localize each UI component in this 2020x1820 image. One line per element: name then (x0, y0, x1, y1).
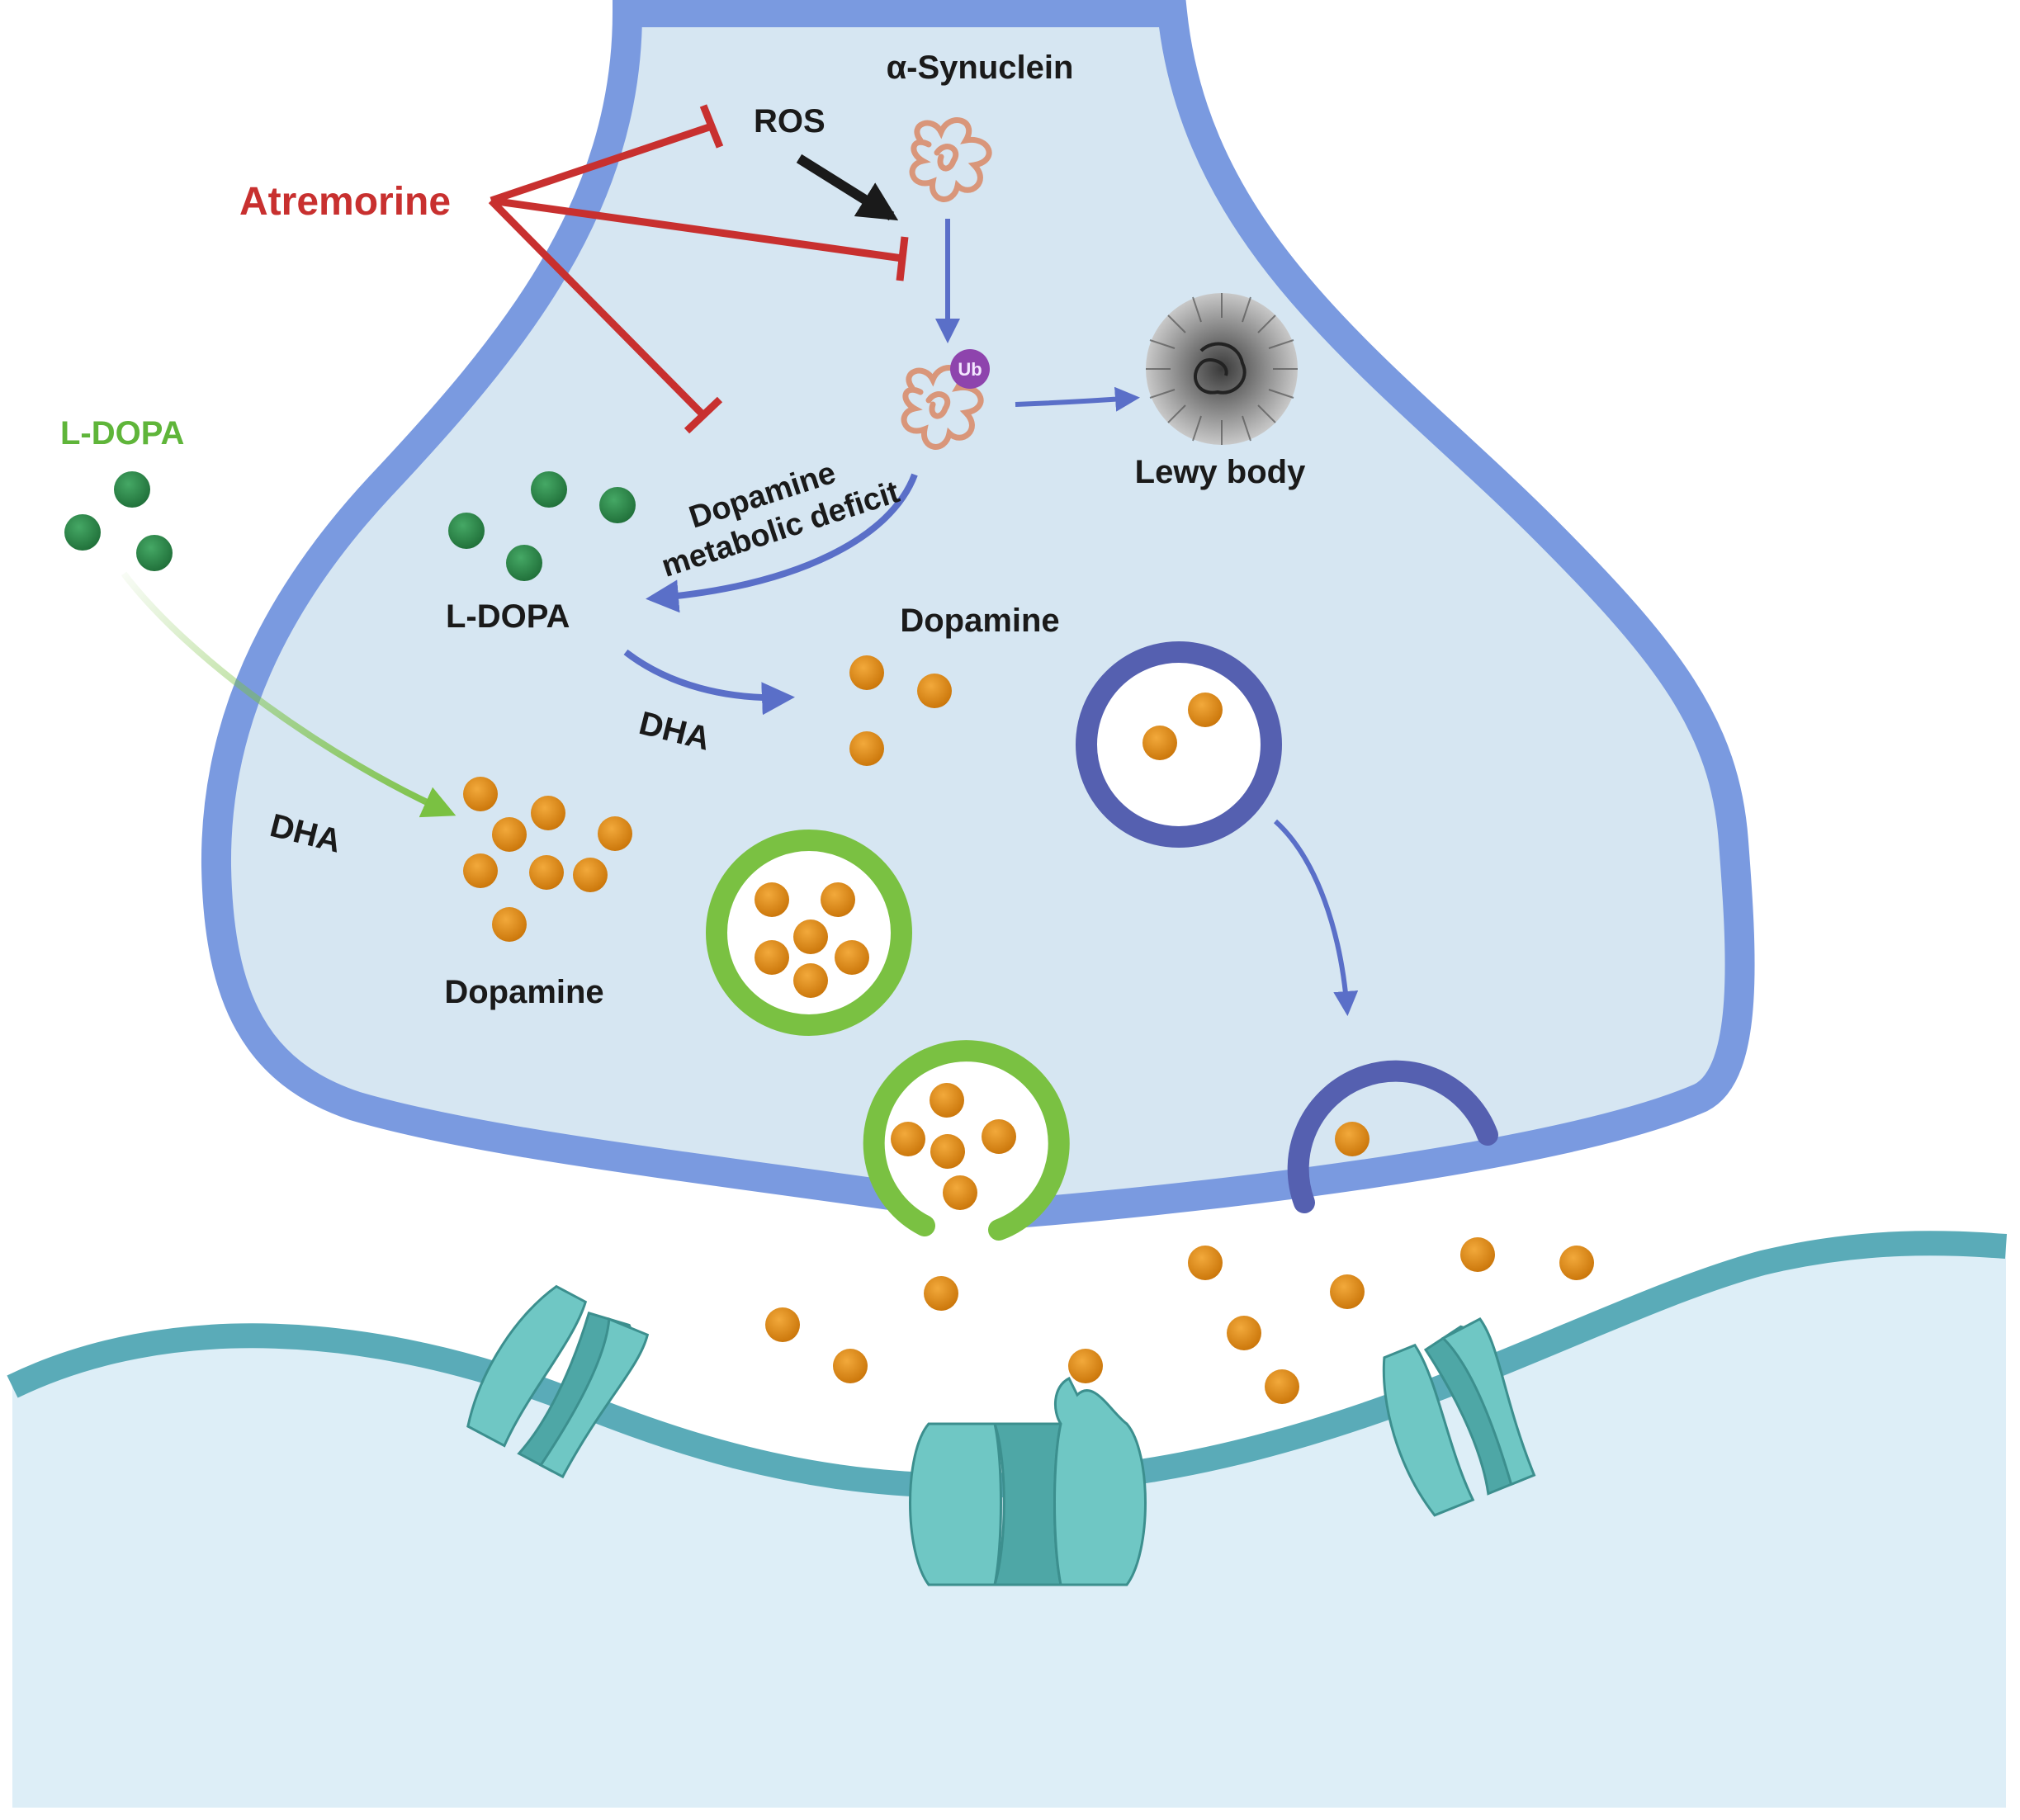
inhibit-synuclein-line (490, 196, 903, 262)
dopamine-bottom-label: Dopamine (444, 974, 603, 1010)
l-dopa-inside-label: L-DOPA (446, 598, 570, 635)
green-vesicle-full (706, 830, 912, 1036)
ub-to-lewy-arrow (1015, 386, 1140, 412)
ub-tag-icon (950, 349, 990, 389)
dopamine-free-top (849, 655, 952, 766)
atremorine-inhibition-lines (488, 104, 909, 434)
ldopa-to-dopamine-arrow (623, 649, 795, 716)
l-dopa-inside-molecules (448, 471, 636, 581)
deficit-to-ldopa-arrow (646, 473, 918, 613)
alpha-synuclein-icon (909, 117, 992, 202)
l-dopa-outside-label: L-DOPA (60, 415, 184, 451)
vesicle-release-arrow (1273, 819, 1359, 1016)
inhibit-dopamine-deficit-bar (684, 396, 723, 434)
l-dopa-entry-arrow (121, 571, 457, 818)
receptor-center (909, 1376, 1147, 1586)
ros-arrow (796, 154, 899, 221)
inhibit-ros-bar (699, 104, 724, 149)
lewy-body-icon (1146, 293, 1298, 445)
receptor-left (466, 1284, 650, 1479)
inhibit-synuclein-bar (896, 236, 909, 281)
dopamine-cluster-left (463, 777, 632, 942)
receptor-right (1382, 1317, 1536, 1517)
ros-label: ROS (754, 103, 826, 139)
ubiquitinated-synuclein-icon (901, 365, 984, 450)
ub-label: Ub (958, 359, 982, 380)
atremorine-label: Atremorine (239, 180, 451, 224)
blue-vesicle-open (1287, 1060, 1498, 1213)
l-dopa-outside-molecules (64, 471, 173, 571)
green-vesicle-fusing (863, 1040, 1070, 1241)
dopamine-cleft (765, 1237, 1594, 1404)
inhibit-ros-line (490, 122, 713, 205)
dopamine-top-label: Dopamine (900, 603, 1059, 639)
alpha-synuclein-label: α-Synuclein (887, 50, 1074, 86)
inhibit-dopamine-deficit-line (488, 197, 707, 418)
lewy-body-label: Lewy body (1135, 454, 1306, 490)
blue-vesicle-full (1076, 641, 1282, 848)
